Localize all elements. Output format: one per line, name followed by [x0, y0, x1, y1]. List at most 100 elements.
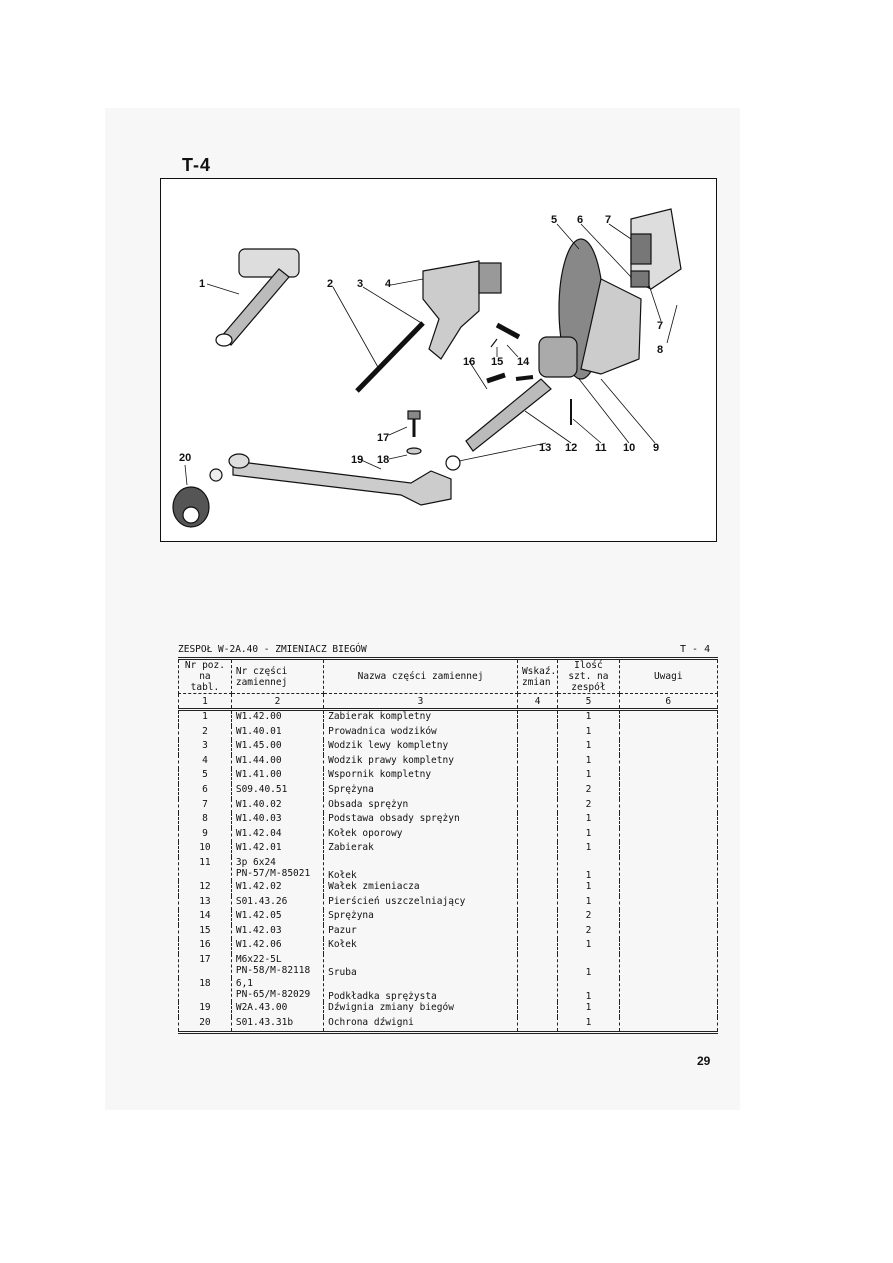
cell-change — [516, 939, 559, 954]
parts-list-table: Nr poz. na tabl. Nr części zamiennej Naz… — [178, 657, 718, 1035]
exploded-view-figure: 1 2 3 4 5 6 7 7 8 9 10 11 12 13 14 15 16… — [160, 178, 717, 542]
callout-12: 12 — [565, 442, 577, 454]
cell-remarks — [618, 924, 718, 940]
part-code: W1.45.00 — [235, 740, 282, 752]
cell-remarks — [618, 754, 718, 770]
cell-name: Kołek — [323, 939, 518, 954]
cell-remarks — [618, 939, 718, 954]
cell-pos: 3 — [178, 740, 232, 755]
cell-qty: 1 — [557, 709, 620, 726]
callout-11: 11 — [595, 442, 607, 454]
part-3-4-drawing — [422, 260, 502, 360]
cell-change — [516, 740, 559, 755]
cell-qty: 2 — [557, 798, 620, 814]
cell-code: W1.41.00 — [230, 769, 325, 784]
part-code: 3p 6x24 — [235, 856, 276, 868]
callout-1: 1 — [199, 278, 205, 290]
col-header-name: Nazwa części zamiennej — [323, 657, 518, 694]
cell-name: Sprężyna — [323, 783, 518, 799]
col-header-code: Nr części zamiennej — [230, 657, 325, 694]
cell-remarks — [618, 769, 718, 784]
callout-9: 9 — [653, 442, 659, 454]
cell-name: Podstawa obsady sprężyn — [323, 813, 518, 828]
cell-name: Dźwignia zmiany biegów — [323, 1001, 518, 1017]
cell-pos: 11 — [178, 856, 232, 881]
cell-change — [516, 709, 559, 726]
part-code: W1.42.03 — [235, 924, 282, 936]
cell-qty: 1 — [557, 740, 620, 755]
cell-pos: 13 — [178, 895, 232, 911]
cell-name: Wodzik prawy kompletny — [323, 754, 518, 770]
callout-4: 4 — [385, 278, 392, 290]
cell-remarks — [618, 842, 718, 857]
col-number: 4 — [516, 693, 559, 711]
cell-code: W1.45.00 — [230, 740, 325, 755]
callout-20: 20 — [179, 452, 191, 464]
callout-10: 10 — [623, 442, 635, 454]
part-code: W1.42.04 — [235, 827, 282, 839]
page-number: 29 — [697, 1054, 711, 1068]
cell-qty: 1 — [557, 856, 620, 881]
part-code: W1.40.02 — [235, 798, 282, 810]
cell-change — [516, 813, 559, 828]
cell-change — [516, 754, 559, 770]
part-17-18-drawing — [406, 410, 422, 455]
part-code: S01.43.26 — [235, 895, 288, 907]
col-header-qty: Ilość szt. na zespół — [557, 657, 620, 694]
cell-code: W1.40.02 — [230, 798, 325, 814]
part-code: W1.42.06 — [235, 939, 282, 951]
callout-8: 8 — [657, 344, 663, 356]
cell-qty: 2 — [557, 783, 620, 799]
part-code: W1.42.02 — [235, 880, 282, 892]
part-code: 6,1 — [235, 977, 254, 989]
cell-change — [516, 880, 559, 896]
cell-qty: 1 — [557, 895, 620, 911]
cell-qty: 1 — [557, 953, 620, 978]
cell-pos: 7 — [178, 798, 232, 814]
cell-remarks — [618, 798, 718, 814]
cell-change — [516, 895, 559, 911]
cell-change — [516, 856, 559, 881]
cell-change — [516, 1016, 559, 1035]
callout-14: 14 — [517, 356, 530, 368]
callout-5: 5 — [551, 214, 557, 226]
cell-change — [516, 827, 559, 843]
cell-pos: 1 — [178, 709, 232, 726]
part-standard: PN-65/M-82029 — [235, 988, 311, 1000]
cell-change — [516, 842, 559, 857]
cell-change — [516, 910, 559, 925]
cell-name: Kołek oporowy — [323, 827, 518, 843]
cell-code: S01.43.31b — [230, 1016, 325, 1035]
cell-remarks — [618, 725, 718, 741]
cell-name: Sruba — [323, 953, 518, 978]
part-20-drawing — [172, 468, 223, 528]
cell-change — [516, 769, 559, 784]
col-header-pos: Nr poz. na tabl. — [178, 657, 232, 694]
cell-qty: 2 — [557, 910, 620, 925]
part-code: W1.40.03 — [235, 813, 282, 825]
cell-change — [516, 798, 559, 814]
cell-name: Wałek zmieniacza — [323, 880, 518, 896]
cell-remarks — [618, 1001, 718, 1017]
part-code: W1.42.01 — [235, 842, 282, 854]
cell-pos: 12 — [178, 880, 232, 896]
cell-code: W1.40.01 — [230, 725, 325, 741]
callout-13: 13 — [539, 442, 551, 454]
cell-remarks — [618, 1016, 718, 1035]
part-code: W1.42.00 — [235, 711, 282, 722]
cell-pos: 10 — [178, 842, 232, 857]
cell-code: W2A.43.00 — [230, 1001, 325, 1017]
cell-qty: 1 — [557, 725, 620, 741]
cell-remarks — [618, 783, 718, 799]
part-9-13-drawing — [445, 336, 578, 471]
